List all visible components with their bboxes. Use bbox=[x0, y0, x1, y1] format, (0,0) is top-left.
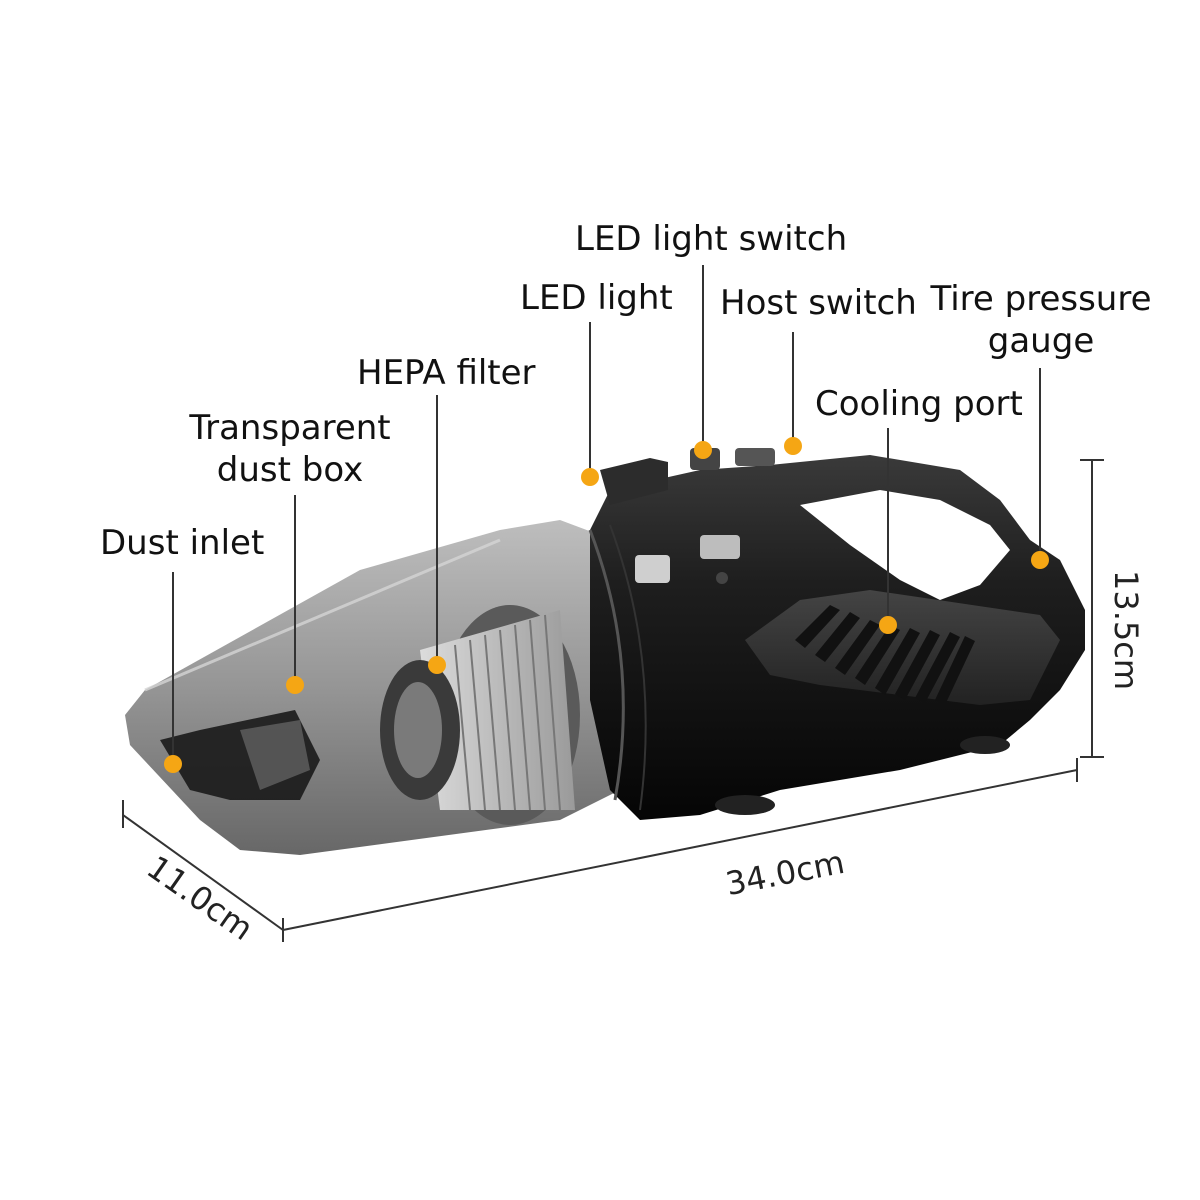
marker-hepa-filter bbox=[428, 656, 446, 674]
label-hepa-filter: HEPA filter bbox=[357, 353, 536, 393]
marker-led-switch bbox=[694, 441, 712, 459]
label-transparent-line1: Transparent bbox=[189, 408, 391, 448]
label-tire-pressure-line2: gauge bbox=[987, 321, 1095, 361]
label-led-light-switch: LED light switch bbox=[575, 219, 848, 259]
marker-tire-gauge bbox=[1031, 551, 1049, 569]
marker-dust-inlet bbox=[164, 755, 182, 773]
marker-cooling-port bbox=[879, 616, 897, 634]
label-cooling-port: Cooling port bbox=[815, 384, 1023, 424]
hepa-filter-shape bbox=[380, 605, 580, 825]
dimension-lines bbox=[122, 459, 1104, 942]
label-led-light: LED light bbox=[520, 278, 673, 318]
marker-dots bbox=[164, 437, 1049, 773]
label-transparent-dust-box: Transparent dust box bbox=[188, 407, 392, 491]
marker-led-light bbox=[581, 468, 599, 486]
main-body-shape bbox=[588, 448, 1085, 820]
label-transparent-line2: dust box bbox=[216, 450, 364, 490]
label-tire-pressure-line1: Tire pressure bbox=[930, 279, 1152, 319]
label-tire-pressure-gauge: Tire pressure gauge bbox=[930, 278, 1152, 362]
label-host-switch: Host switch bbox=[720, 283, 917, 323]
marker-dust-box bbox=[286, 676, 304, 694]
dimension-height: 13.5cm bbox=[1107, 569, 1146, 691]
label-dust-inlet: Dust inlet bbox=[100, 523, 265, 563]
marker-host-switch bbox=[784, 437, 802, 455]
leader-lines bbox=[172, 265, 1041, 762]
